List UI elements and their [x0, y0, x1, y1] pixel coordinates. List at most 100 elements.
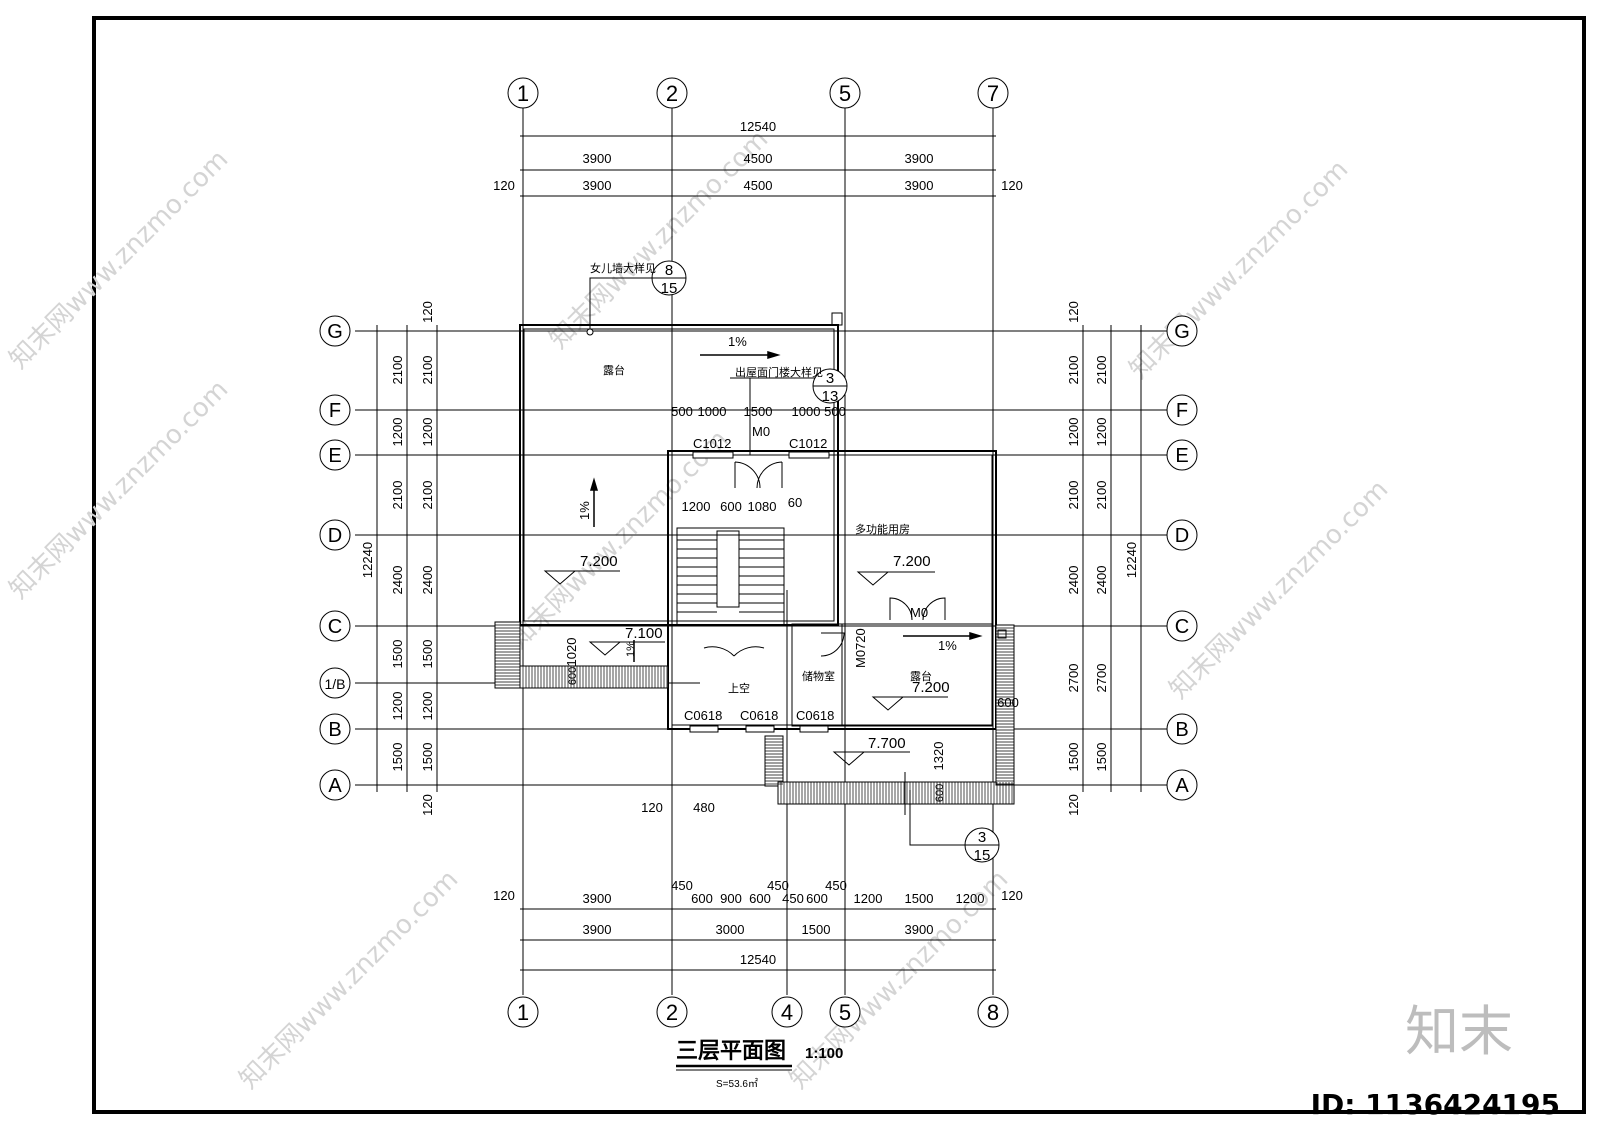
dim-text: 1000: [698, 404, 727, 419]
grid-label: D: [328, 525, 342, 547]
dim-text: 2100: [1066, 481, 1081, 510]
dim-text: 1320: [931, 742, 946, 771]
parapet-hatching: [495, 624, 1014, 804]
watermark: 知末网www.znzmo.com: [1164, 474, 1395, 705]
dim-text: 600: [806, 891, 828, 906]
callout-number: 8: [665, 262, 673, 279]
dim-text: 3900: [905, 178, 934, 193]
side-dimensions: 12240 12240 2100 1200 2100 2400 1500 120…: [360, 301, 1142, 816]
grid-label: C: [1175, 616, 1189, 638]
level-text: 7.200: [580, 553, 618, 570]
dim-text: 1200: [1094, 418, 1109, 447]
dim-text: 1200: [854, 891, 883, 906]
title-block: 三层平面图 1:100 S=53.6㎡: [676, 1038, 843, 1090]
dim-text: 120: [420, 794, 435, 816]
watermark-layer: 知末网www.znzmo.com 知末网www.znzmo.com 知末网www…: [4, 124, 1395, 1095]
dim-text: 1000: [792, 404, 821, 419]
dim-text: 120: [1066, 301, 1081, 323]
dim-text: 1500: [802, 922, 831, 937]
dim-text: 3900: [905, 922, 934, 937]
slope-text: 1%: [728, 334, 747, 349]
dim-text: 450: [825, 878, 847, 893]
window-tag: C0618: [684, 708, 722, 723]
dim-text: 2100: [1094, 356, 1109, 385]
window-tag: C0618: [796, 708, 834, 723]
dim-text: 2100: [1094, 481, 1109, 510]
doors: [703, 461, 946, 657]
grid-label: 5: [839, 81, 851, 106]
grid-lines: [355, 108, 1170, 995]
callout-sheet: 15: [661, 280, 678, 297]
dim-text: 120: [641, 800, 663, 815]
dim-text: 4500: [744, 151, 773, 166]
dim-text: 2100: [1066, 356, 1081, 385]
drawing-frame: [92, 16, 1586, 1114]
dim-text: 1200: [1066, 418, 1081, 447]
top-dimensions: 12540 3900 4500 3900 3900 4500 3900 120 …: [493, 119, 1023, 197]
grid-label: E: [328, 445, 341, 467]
watermark: 知末网www.znzmo.com: [234, 864, 465, 1095]
dim-text: 3000: [716, 922, 745, 937]
dim-text: 2400: [1094, 566, 1109, 595]
grid-label: 1: [517, 1000, 529, 1025]
room-label-multi: 多功能用房: [855, 522, 910, 536]
grid-label: 8: [987, 1000, 999, 1025]
dim-text: 3900: [583, 891, 612, 906]
dim-text: 480: [693, 800, 715, 815]
callout-sheet: 13: [822, 388, 839, 405]
grid-label: A: [1175, 775, 1189, 797]
door-tag: M0720: [853, 628, 868, 668]
level-markers: [543, 570, 948, 766]
dim-text: 2700: [1066, 664, 1081, 693]
dim-text: 450: [671, 878, 693, 893]
dim-text: 1200: [390, 418, 405, 447]
dim-text: 2100: [420, 481, 435, 510]
dim-text: 120: [493, 888, 515, 903]
dim-text: 450: [782, 891, 804, 906]
dim-text: 1500: [390, 743, 405, 772]
level-text: 7.200: [912, 679, 950, 696]
grid-axis-top: 1 2 5 7: [507, 77, 1009, 109]
dim-text: 600: [934, 784, 946, 802]
id-label: ID: 1136424195: [1310, 1088, 1560, 1121]
dim-text: 1200: [420, 418, 435, 447]
grid-label: G: [327, 321, 343, 343]
dim-text: 600: [720, 499, 742, 514]
door-detail-note: 出屋面门楼大样见: [735, 365, 823, 379]
door-tag: M0: [910, 605, 928, 620]
dim-text: 3900: [583, 922, 612, 937]
dim-total: 12240: [1124, 542, 1139, 578]
level-text: 7.200: [893, 553, 931, 570]
watermark: 知末网www.znzmo.com: [544, 124, 775, 355]
dim-text: 500: [824, 404, 846, 419]
annotations: 女儿墙大样见 8 15 出屋面门楼大样见 3 13 3 15 露台 多功能用房 …: [564, 261, 1019, 864]
room-label-terrace: 露台: [603, 363, 625, 377]
dim-text: 1080: [748, 499, 777, 514]
dim-text: 120: [1001, 888, 1023, 903]
window-tag: C0618: [740, 708, 778, 723]
grid-label: 7: [987, 81, 999, 106]
level-text: 7.700: [868, 735, 906, 752]
dim-text: 3900: [583, 151, 612, 166]
grid-label: B: [1175, 719, 1188, 741]
stair: [677, 539, 784, 613]
grid-label: C: [328, 616, 342, 638]
dim-text: 1500: [1066, 743, 1081, 772]
logo-text: 知末: [1405, 1000, 1513, 1063]
room-label-terrace: 露台: [910, 669, 932, 683]
level-text: 7.100: [625, 625, 663, 642]
callouts: [586, 260, 1007, 863]
dim-total: 12540: [740, 952, 776, 967]
dim-text: 120: [1001, 178, 1023, 193]
dim-total: 12540: [740, 119, 776, 134]
door-tag: M0: [752, 424, 770, 439]
grid-axis-bottom: 1 2 4 5 8: [507, 996, 1009, 1028]
grid-label: 4: [781, 1000, 793, 1025]
dim-text: 1200: [390, 692, 405, 721]
dim-text: 600: [691, 891, 713, 906]
dim-text: 2400: [420, 566, 435, 595]
slope-text: 1%: [577, 501, 592, 520]
drawing-title: 三层平面图: [676, 1038, 786, 1063]
dim-text: 2700: [1094, 664, 1109, 693]
